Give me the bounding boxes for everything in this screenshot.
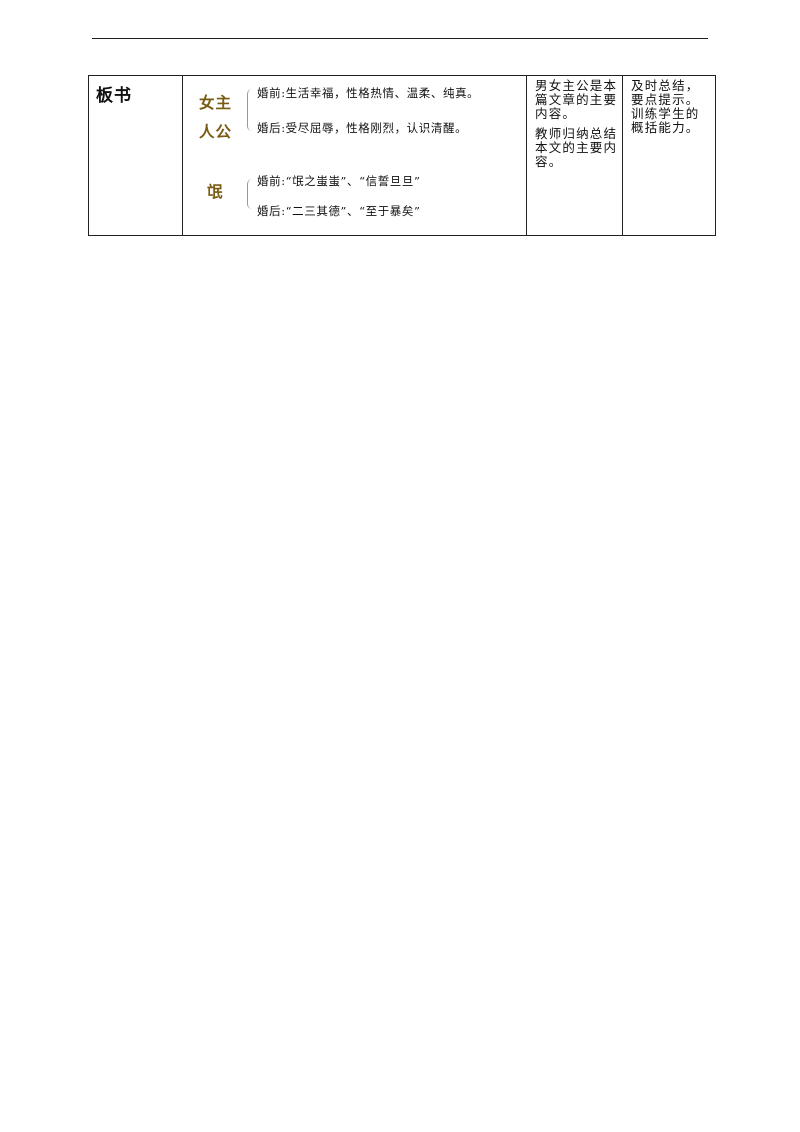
male-name: 氓 (207, 183, 224, 201)
male-brace (247, 179, 256, 209)
note-content-summary: 男女主公是本篇文章的主要内容。 (535, 78, 618, 121)
male-before-text: 婚前:“氓之蚩蚩”、“信誓旦旦” (257, 174, 421, 188)
label-cell: 板书 (88, 75, 183, 236)
note-cell: 男女主公是本篇文章的主要内容。 教师归纳总结本文的主要内容。 (526, 75, 623, 236)
female-brace (247, 89, 256, 131)
board-label: 板书 (96, 86, 132, 106)
board-content: 女主 人公 婚前:生活幸福，性格热情、温柔、纯真。 婚后:受尽屈辱，性格刚烈，认… (183, 76, 526, 235)
female-after-text: 婚后:受尽屈辱，性格刚烈，认识清醒。 (257, 121, 468, 135)
female-name-line1: 女主 (199, 94, 233, 112)
header-rule (92, 38, 708, 39)
goal-text: 及时总结，要点提示。训练学生的概括能力。 (631, 78, 700, 135)
goal-cell: 及时总结，要点提示。训练学生的概括能力。 (622, 75, 716, 236)
female-name-line2: 人公 (199, 123, 233, 141)
female-before-text: 婚前:生活幸福，性格热情、温柔、纯真。 (257, 86, 480, 100)
teaching-goal: 及时总结，要点提示。训练学生的概括能力。 (631, 79, 711, 135)
teaching-notes: 男女主公是本篇文章的主要内容。 教师归纳总结本文的主要内容。 (535, 79, 618, 169)
table-row: 板书 女主 人公 婚前:生活幸福，性格热情、温柔、纯真。 婚后:受尽屈辱，性格刚… (88, 75, 716, 236)
board-table: 板书 女主 人公 婚前:生活幸福，性格热情、温柔、纯真。 婚后:受尽屈辱，性格刚… (88, 75, 716, 236)
male-after-text: 婚后:“二三其德”、“至于暴矣” (257, 204, 421, 218)
content-cell: 女主 人公 婚前:生活幸福，性格热情、温柔、纯真。 婚后:受尽屈辱，性格刚烈，认… (182, 75, 527, 236)
note-teacher-summary: 教师归纳总结本文的主要内容。 (535, 126, 618, 169)
